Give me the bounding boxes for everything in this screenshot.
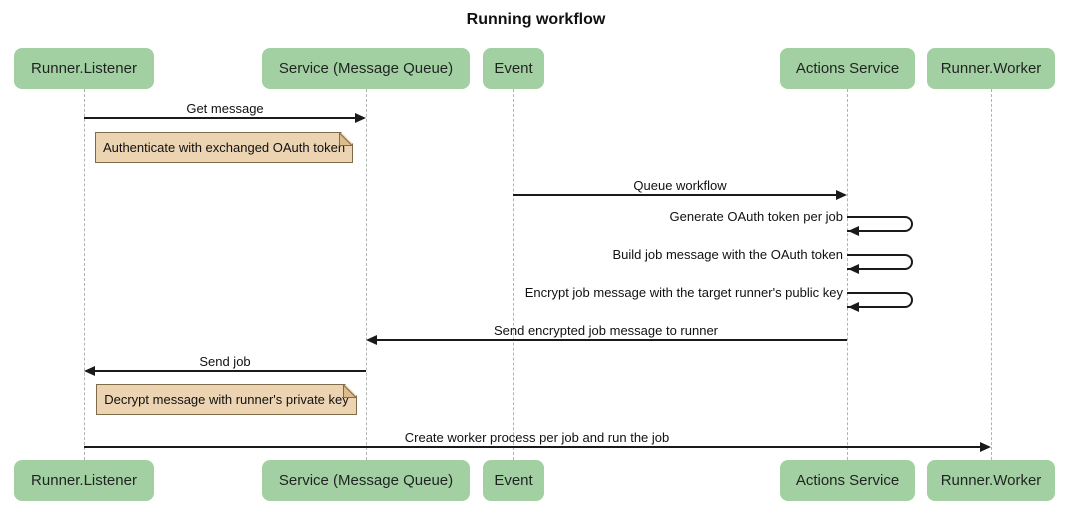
actor-bottom-actions-service: Actions Service — [780, 460, 915, 501]
actor-bottom-runner-listener: Runner.Listener — [14, 460, 154, 501]
arrowhead-icon — [848, 226, 859, 236]
arrowhead-icon — [980, 442, 991, 452]
message-line-send-job — [95, 370, 366, 372]
lifeline-service-message-queue — [366, 89, 367, 460]
actor-top-runner-listener: Runner.Listener — [14, 48, 154, 89]
page-title: Running workflow — [466, 11, 606, 28]
note-authenticate: Authenticate with exchanged OAuth token — [95, 132, 353, 163]
message-label-get-message: Get message — [186, 101, 264, 116]
note-label: Authenticate with exchanged OAuth token — [102, 140, 346, 155]
message-label-generate-oauth-token: Generate OAuth token per job — [669, 209, 843, 224]
message-line-queue-workflow — [513, 194, 836, 196]
folded-corner-icon — [343, 385, 356, 398]
self-message-loop — [847, 254, 913, 270]
note-label: Decrypt message with runner's private ke… — [104, 392, 349, 407]
actor-top-runner-worker: Runner.Worker — [927, 48, 1055, 89]
lifeline-runner-listener — [84, 89, 85, 460]
arrowhead-icon — [84, 366, 95, 376]
lifeline-actions-service — [847, 89, 848, 460]
arrowhead-icon — [848, 264, 859, 274]
actor-top-event: Event — [483, 48, 544, 89]
lifeline-event — [513, 89, 514, 460]
message-label-queue-workflow: Queue workflow — [633, 178, 727, 193]
message-line-get-message — [84, 117, 355, 119]
message-label-create-worker-process: Create worker process per job and run th… — [404, 430, 670, 445]
self-message-loop — [847, 216, 913, 232]
message-label-send-job: Send job — [199, 354, 251, 369]
message-label-build-job-message: Build job message with the OAuth token — [612, 247, 843, 262]
message-line-send-encrypted-job — [377, 339, 847, 341]
self-message-loop — [847, 292, 913, 308]
note-decrypt: Decrypt message with runner's private ke… — [96, 384, 357, 415]
arrowhead-icon — [366, 335, 377, 345]
message-label-encrypt-job-message: Encrypt job message with the target runn… — [524, 285, 843, 300]
arrowhead-icon — [836, 190, 847, 200]
actor-bottom-event: Event — [483, 460, 544, 501]
actor-bottom-service-message-queue: Service (Message Queue) — [262, 460, 470, 501]
message-label-send-encrypted-job: Send encrypted job message to runner — [493, 323, 719, 338]
lifeline-runner-worker — [991, 89, 992, 460]
arrowhead-icon — [848, 302, 859, 312]
folded-corner-icon — [339, 133, 352, 146]
actor-top-service-message-queue: Service (Message Queue) — [262, 48, 470, 89]
arrowhead-icon — [355, 113, 366, 123]
message-line-create-worker-process — [84, 446, 980, 448]
actor-top-actions-service: Actions Service — [780, 48, 915, 89]
actor-bottom-runner-worker: Runner.Worker — [927, 460, 1055, 501]
